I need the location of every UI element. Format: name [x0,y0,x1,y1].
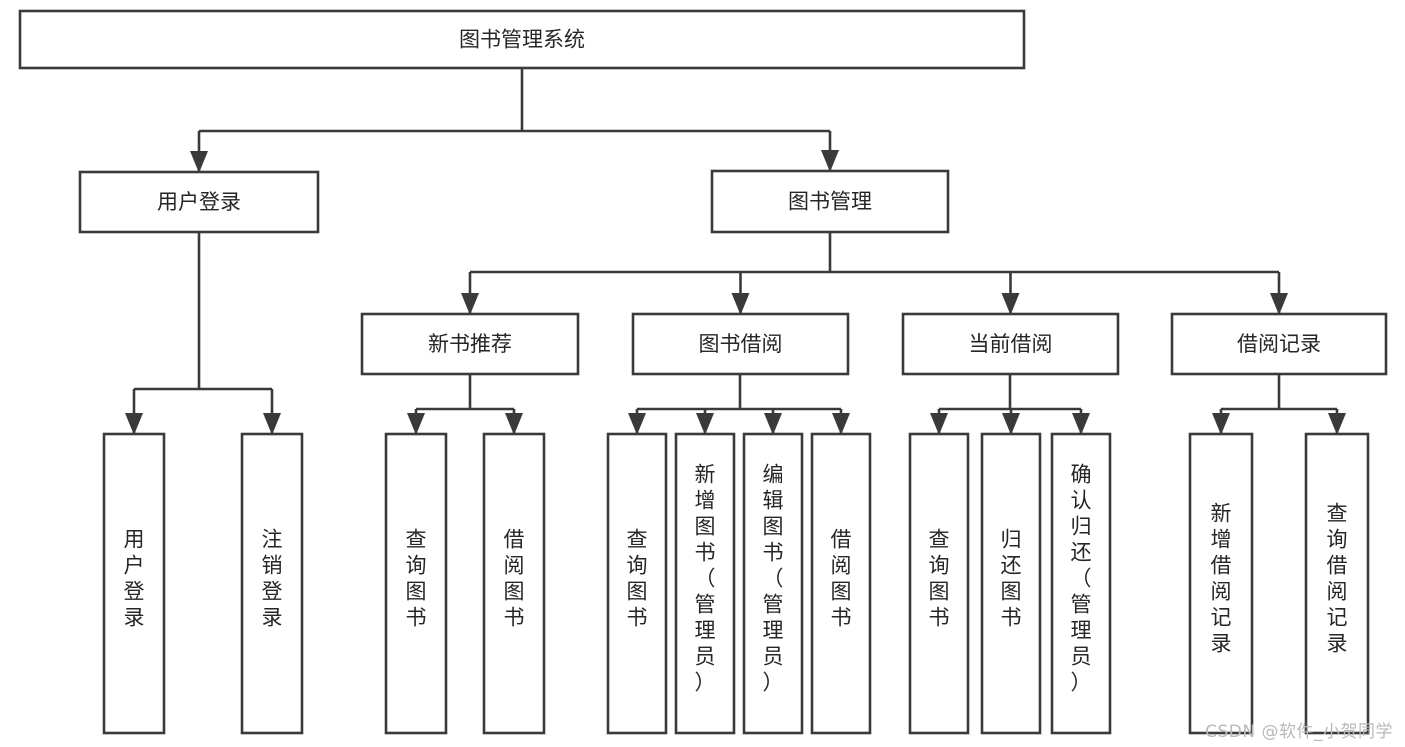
connector-drop-new-book-rec [461,272,479,315]
connector-drop-book-borrow [731,272,750,315]
connector-bus-book-manage [470,232,1279,274]
connector-bus-current-borrow [939,374,1081,411]
node-root[interactable]: 图书管理系统 [18,9,1026,70]
node-label-leaf-query-book-2: 查询图书 [627,528,648,630]
connectors-layer [125,68,1346,435]
connector-drop-borrow-record [1270,272,1288,315]
node-label-leaf-return-book: 归还图书 [1001,528,1022,630]
node-label-leaf-confirm-return: 确认归还（管理员） [1071,463,1092,695]
node-leaf-add-book[interactable]: 新增图书（管理员） [674,432,736,735]
node-user-login[interactable]: 用户登录 [78,170,320,234]
node-leaf-confirm-return[interactable]: 确认归还（管理员） [1050,432,1112,735]
node-label-leaf-edit-book: 编辑图书（管理员） [763,463,784,695]
connector-bus-borrow-record [1221,374,1337,411]
node-label-borrow-record: 借阅记录 [1237,332,1321,356]
connector-bus-user-login [134,232,272,391]
node-borrow-record[interactable]: 借阅记录 [1170,312,1388,376]
node-leaf-user-logout[interactable]: 注销登录 [240,432,304,735]
node-label-current-borrow: 当前借阅 [969,332,1053,356]
node-label-book-borrow: 图书借阅 [699,332,783,356]
connector-bus-new-book-rec [416,374,514,411]
nodes-layer: 图书管理系统用户登录图书管理新书推荐图书借阅当前借阅借阅记录用户登录注销登录查询… [18,9,1388,735]
connector-drop-leaf-add-record [1212,409,1230,435]
node-label-user-login: 用户登录 [157,190,241,214]
connector-drop-leaf-borrow-book-2 [832,409,850,435]
node-leaf-user-login[interactable]: 用户登录 [102,432,166,735]
node-label-leaf-borrow-book-1: 借阅图书 [504,528,525,630]
node-leaf-query-book-2[interactable]: 查询图书 [606,432,668,735]
connector-drop-leaf-user-login [125,389,143,435]
node-leaf-query-book-3[interactable]: 查询图书 [908,432,970,735]
connector-drop-current-borrow [1001,272,1020,315]
node-label-leaf-add-record: 新增借阅记录 [1211,502,1232,656]
connector-drop-book-manage [821,131,839,172]
node-current-borrow[interactable]: 当前借阅 [901,312,1120,376]
node-label-leaf-query-record: 查询借阅记录 [1327,502,1348,656]
node-leaf-borrow-book-2[interactable]: 借阅图书 [810,432,872,735]
node-label-book-manage: 图书管理 [788,190,872,214]
node-leaf-query-book-1[interactable]: 查询图书 [384,432,448,735]
node-leaf-return-book[interactable]: 归还图书 [980,432,1042,735]
node-leaf-borrow-book-1[interactable]: 借阅图书 [482,432,546,735]
node-label-leaf-query-book-3: 查询图书 [929,528,950,630]
node-book-manage[interactable]: 图书管理 [710,169,950,234]
node-leaf-query-record[interactable]: 查询借阅记录 [1304,432,1370,735]
node-label-leaf-borrow-book-2: 借阅图书 [831,528,852,630]
node-label-leaf-user-login: 用户登录 [124,528,145,630]
connector-drop-leaf-query-book-2 [628,409,646,435]
connector-drop-leaf-query-book-3 [930,409,948,435]
node-leaf-add-record[interactable]: 新增借阅记录 [1188,432,1254,735]
node-label-leaf-query-book-1: 查询图书 [406,528,427,630]
node-label-leaf-user-logout: 注销登录 [262,528,283,630]
node-book-borrow[interactable]: 图书借阅 [631,312,850,376]
connector-drop-leaf-borrow-book-1 [505,409,523,435]
node-leaf-edit-book[interactable]: 编辑图书（管理员） [742,432,804,735]
node-label-root: 图书管理系统 [459,28,585,52]
connector-drop-leaf-confirm-return [1072,409,1090,435]
connector-drop-leaf-user-logout [263,389,281,435]
connector-drop-leaf-query-book-1 [407,409,425,435]
connector-bus-book-borrow [637,374,841,411]
connector-drop-leaf-edit-book [764,409,782,435]
connector-drop-leaf-query-record [1328,409,1346,435]
connector-drop-leaf-return-book [1002,409,1020,435]
connector-drop-leaf-add-book [696,409,714,435]
node-label-leaf-add-book: 新增图书（管理员） [695,463,716,695]
connector-bus-root [199,68,830,133]
connector-drop-user-login [190,131,208,173]
node-label-new-book-rec: 新书推荐 [428,332,512,356]
node-new-book-rec[interactable]: 新书推荐 [360,312,580,376]
